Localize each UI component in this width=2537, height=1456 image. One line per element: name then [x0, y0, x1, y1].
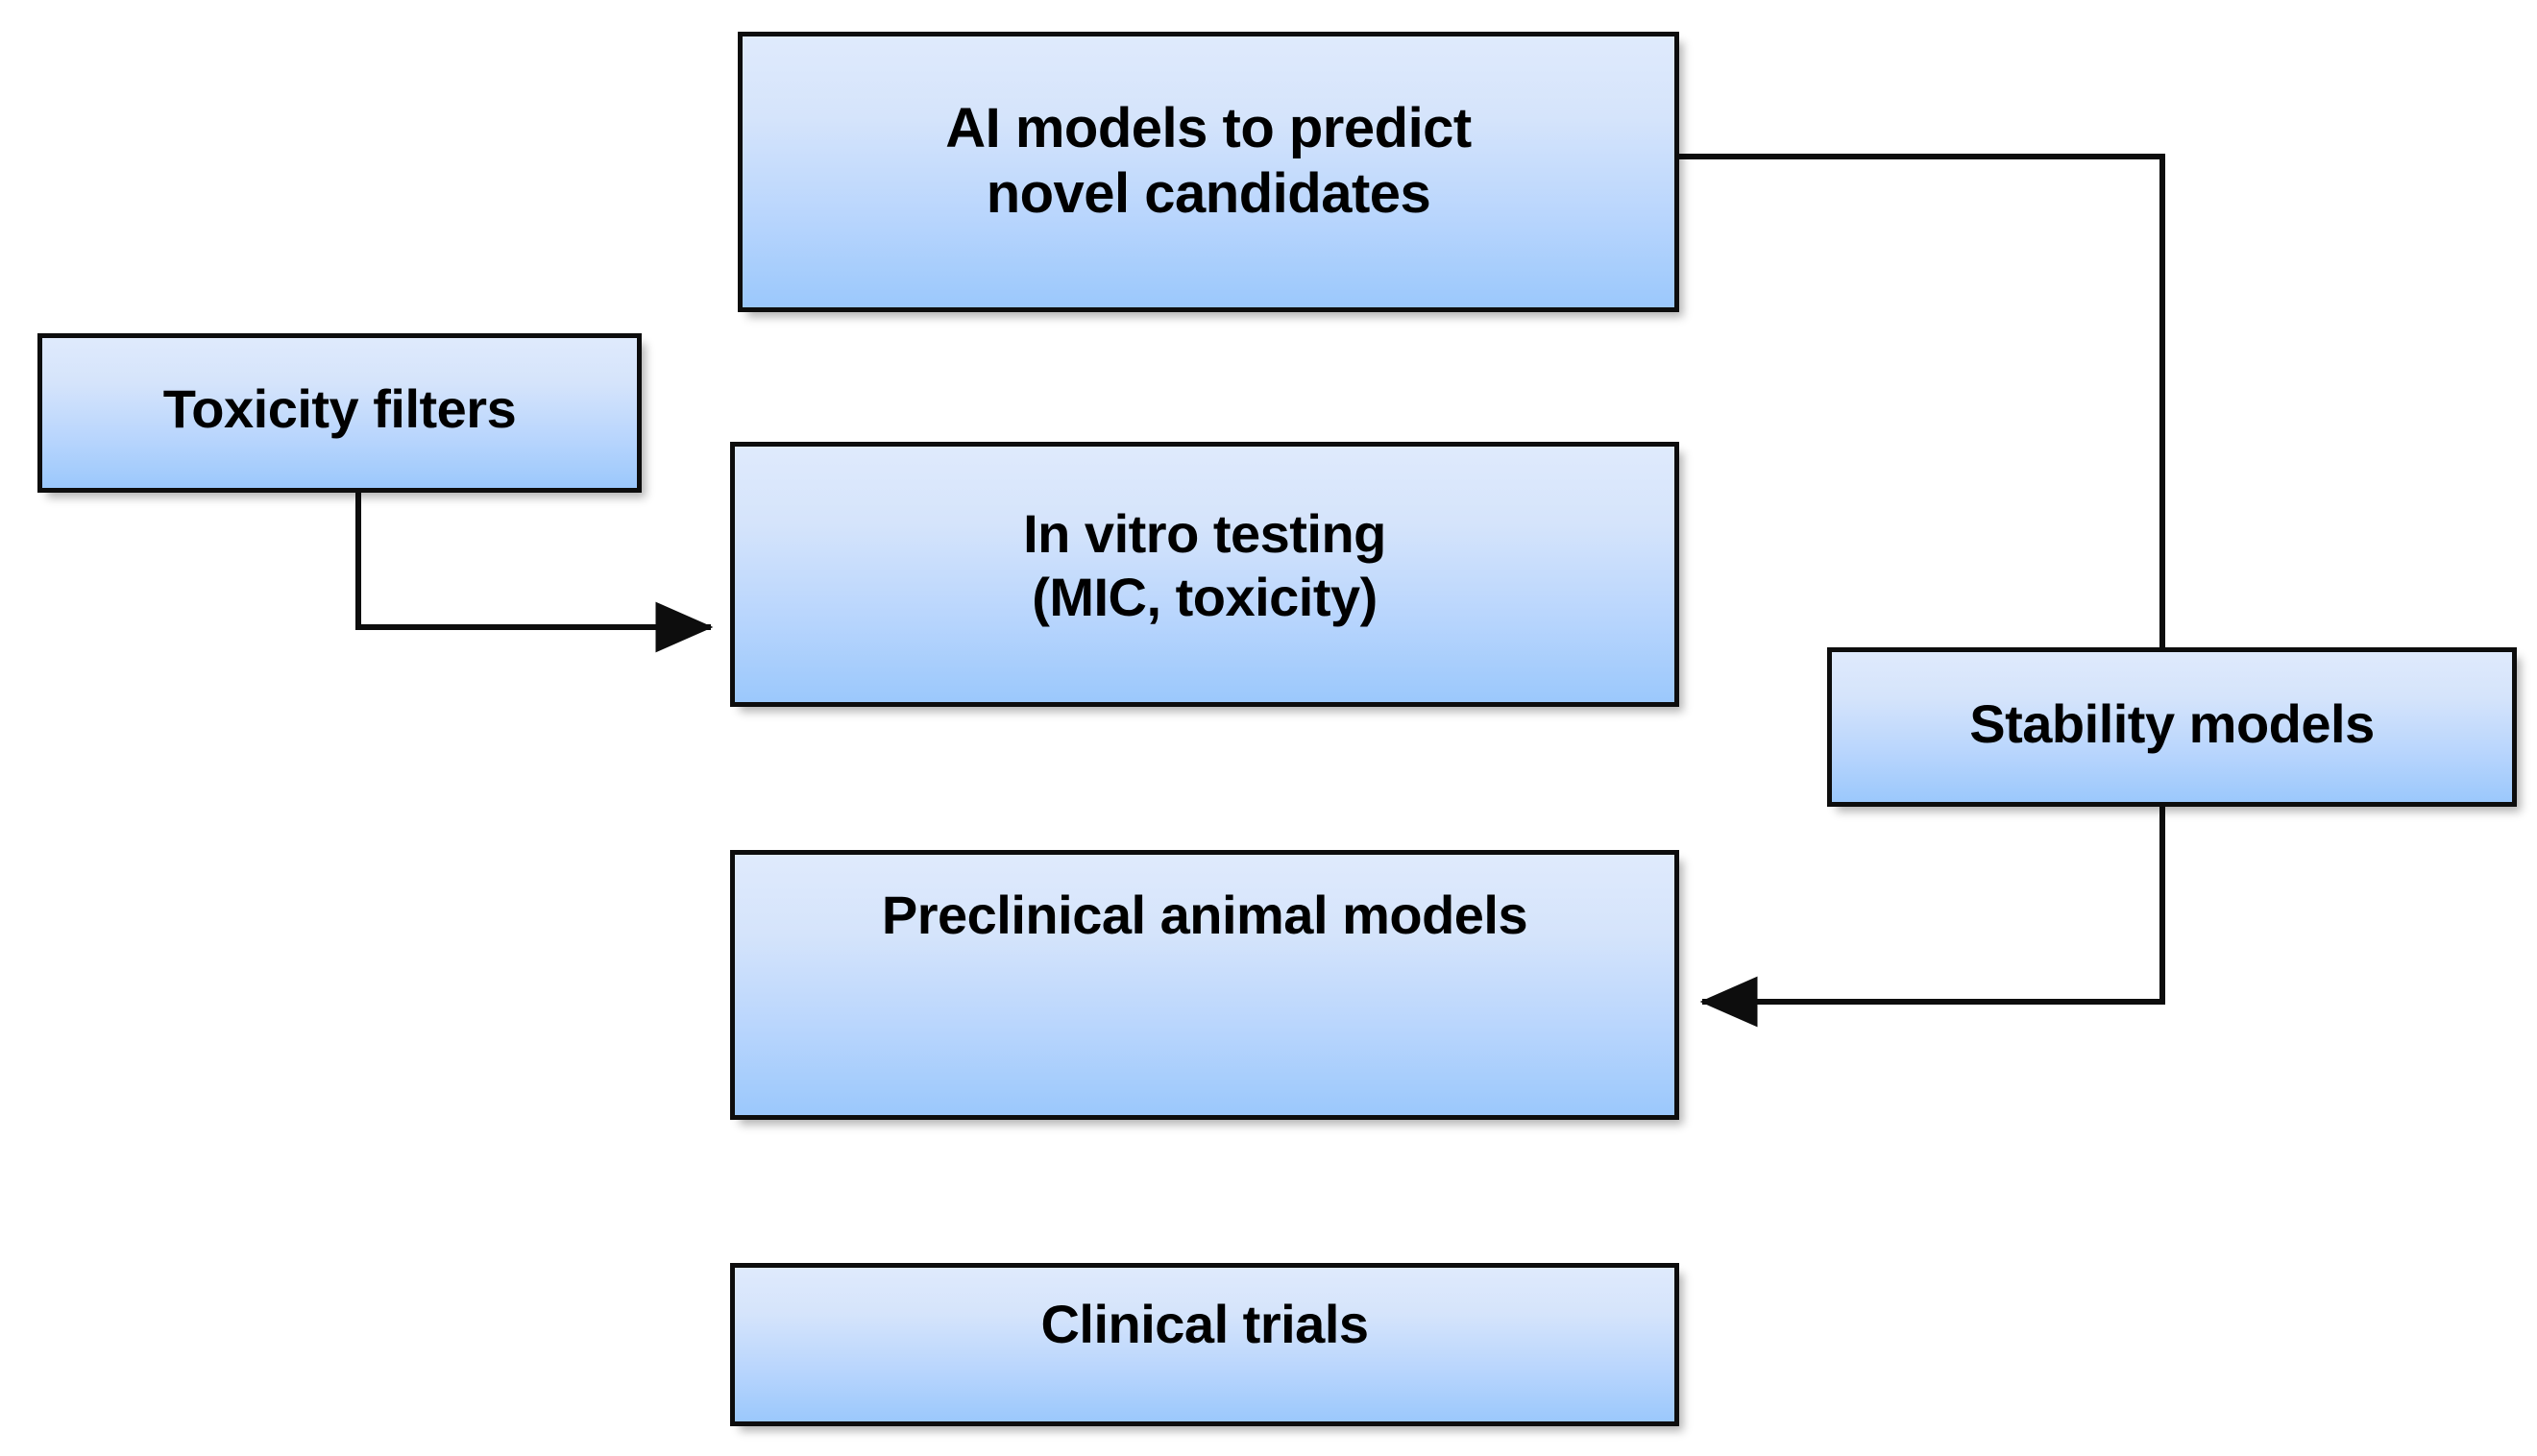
edge-toxicity-to-invitro: [355, 492, 714, 653]
node-toxicity-filters-label: Toxicity filters: [162, 377, 517, 439]
node-stability-models[interactable]: Stability models: [1827, 647, 2517, 807]
node-ai-models[interactable]: AI models to predict novel candidates: [738, 32, 1679, 312]
node-preclinical-animal-models[interactable]: Preclinical animal models: [730, 850, 1679, 1120]
node-clinical-trials-label: Clinical trials: [1040, 1294, 1369, 1354]
node-in-vitro-testing[interactable]: In vitro testing (MIC, toxicity): [730, 442, 1679, 707]
node-stability-models-label: Stability models: [1969, 692, 2375, 754]
node-clinical-trials[interactable]: Clinical trials: [730, 1263, 1679, 1426]
edge-ai-to-preclinical: [1679, 154, 2165, 1028]
node-toxicity-filters[interactable]: Toxicity filters: [37, 333, 642, 493]
node-ai-models-label: AI models to predict novel candidates: [945, 96, 1472, 225]
node-preclinical-animal-models-label: Preclinical animal models: [881, 885, 1528, 945]
node-in-vitro-testing-label: In vitro testing (MIC, toxicity): [1023, 502, 1386, 627]
